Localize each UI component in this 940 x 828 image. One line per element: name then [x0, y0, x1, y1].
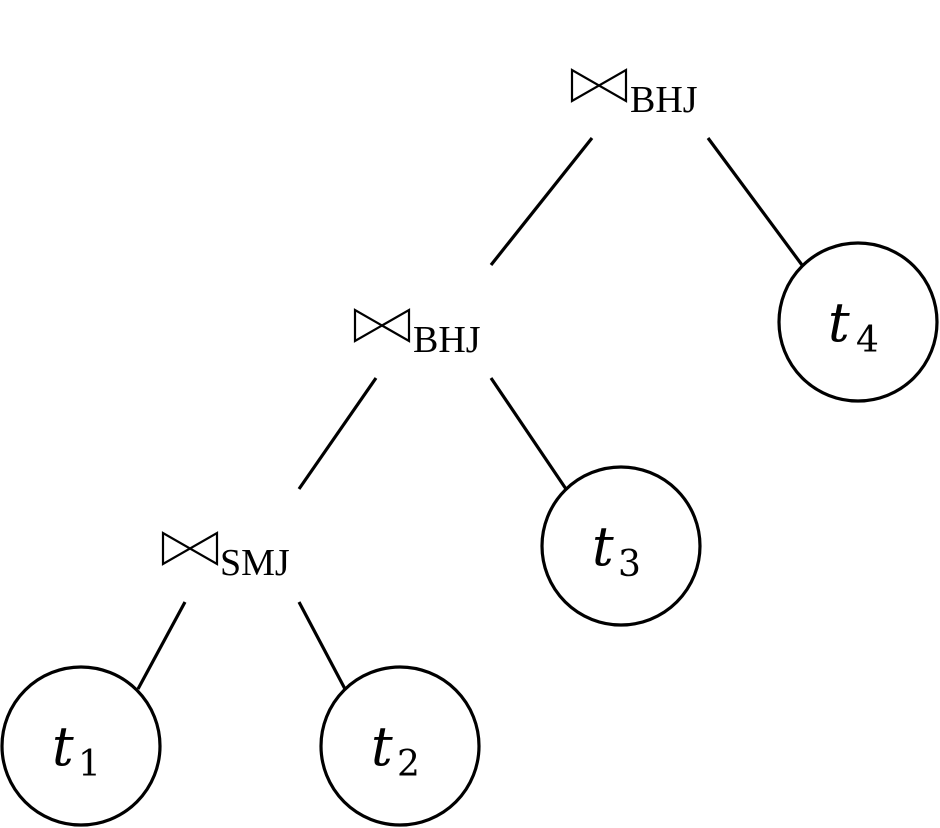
edge-bhj-inner-to-t3 — [489, 377, 568, 490]
leaf-variable: t — [828, 291, 850, 354]
leaf-variable: t — [371, 715, 393, 778]
table-leaf-t1: t 1 — [0, 665, 162, 827]
table-leaf-t4: t 4 — [777, 241, 939, 403]
leaf-circle — [777, 241, 939, 403]
leaf-subscript: 3 — [618, 544, 641, 585]
join-type-label: BHJ — [630, 79, 698, 121]
edge-root-to-bhj-inner — [489, 137, 594, 266]
leaf-subscript: 2 — [397, 744, 420, 785]
leaf-variable: t — [592, 515, 614, 578]
leaf-subscript: 4 — [856, 320, 879, 361]
leaf-circle — [0, 665, 162, 827]
leaf-variable: t — [52, 715, 74, 778]
join-node-inner: BHJ — [353, 308, 481, 361]
join-node-root: BHJ — [570, 68, 698, 121]
table-leaf-t2: t 2 — [319, 665, 481, 827]
edge-smj-to-t1 — [136, 601, 187, 690]
bowtie-join-icon — [570, 68, 628, 103]
bowtie-join-icon — [161, 531, 219, 566]
edge-bhj-inner-to-smj — [297, 377, 378, 490]
edge-root-to-t4 — [706, 137, 804, 266]
join-type-label: SMJ — [220, 542, 290, 584]
leaf-circle — [319, 665, 481, 827]
edge-smj-to-t2 — [297, 601, 347, 690]
join-type-label: BHJ — [413, 319, 481, 361]
bowtie-join-icon — [353, 308, 411, 343]
leaf-subscript: 1 — [78, 744, 101, 785]
leaf-circle — [540, 465, 702, 627]
join-node-bottom: SMJ — [161, 531, 290, 584]
table-leaf-t3: t 3 — [540, 465, 702, 627]
